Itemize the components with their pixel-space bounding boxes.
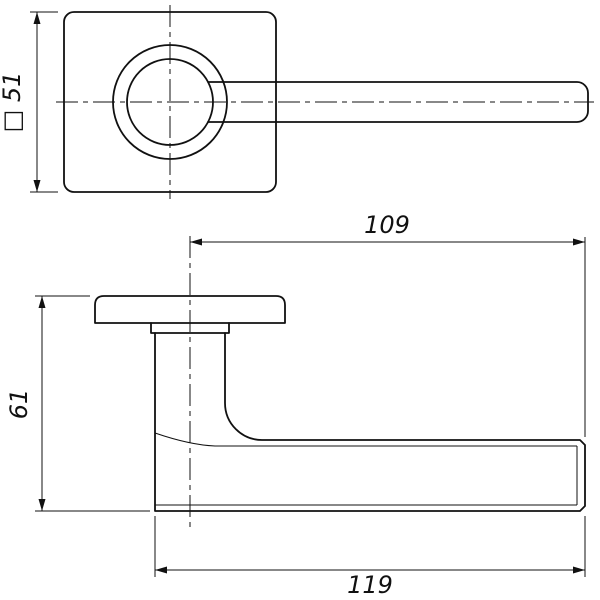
- dimension-lines-61: [35, 295, 150, 512]
- front-view: [56, 5, 594, 199]
- side-view: [94, 236, 586, 527]
- arrow-down-icon: [38, 499, 46, 511]
- dimension-label-rosette-square: □ 51: [0, 72, 26, 133]
- arrow-left-icon: [190, 238, 202, 246]
- dimension-label-length-from-axis: 109: [364, 211, 410, 239]
- arrow-right-icon: [573, 566, 585, 574]
- dimension-lines-119: [154, 516, 586, 577]
- handle-side-outline: [154, 332, 586, 512]
- dimension-label-overall-depth: 61: [5, 389, 33, 420]
- dimension-length-from-axis: 109: [190, 211, 586, 437]
- rose-collar-side: [150, 322, 230, 334]
- arrow-up-icon: [38, 296, 46, 308]
- dimension-rosette-square: □ 51: [0, 11, 58, 193]
- dimension-grip-length: 119: [154, 516, 586, 599]
- dimension-lines-109: [190, 237, 586, 437]
- grip-edge-detail-lines: [154, 432, 578, 506]
- arrow-left-icon: [155, 566, 167, 574]
- arrow-up-icon: [33, 12, 41, 24]
- dimension-label-grip-length: 119: [347, 571, 393, 599]
- dimension-lines-rosette: [30, 11, 58, 193]
- rose-side-profile: [94, 295, 286, 324]
- arrow-right-icon: [573, 238, 585, 246]
- arrow-down-icon: [33, 180, 41, 192]
- dimension-overall-depth: 61: [5, 295, 150, 512]
